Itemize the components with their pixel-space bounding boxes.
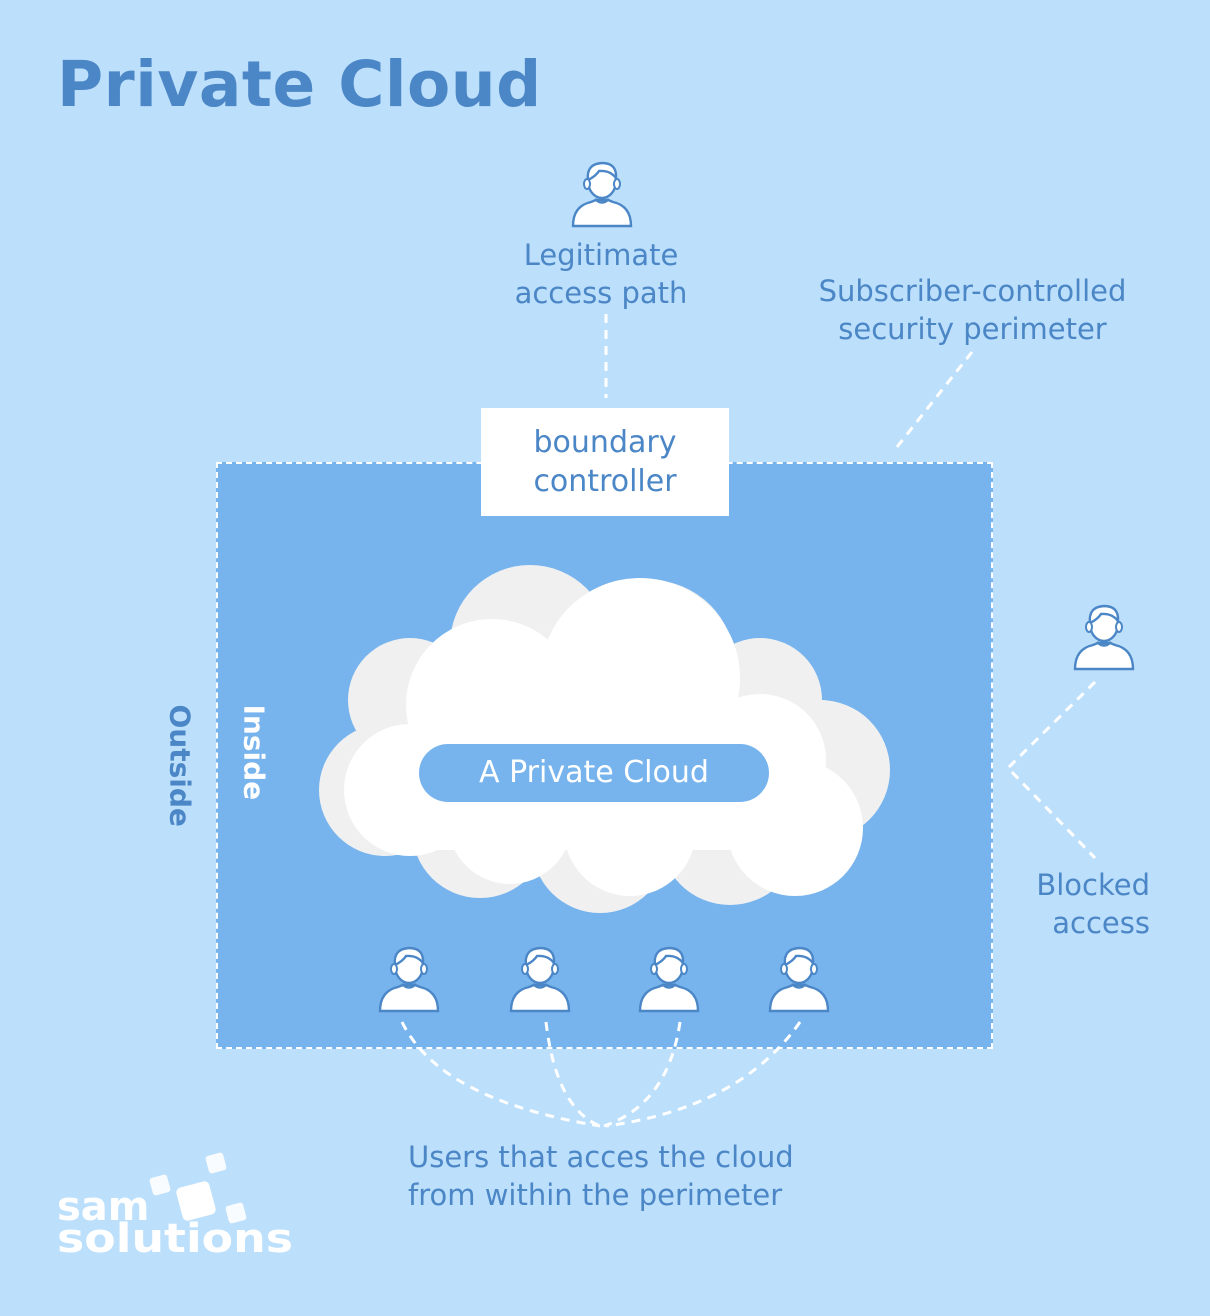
blocked-access-connector <box>1005 680 1097 860</box>
user-3-connector <box>603 1021 682 1128</box>
user-icon <box>1073 604 1135 671</box>
user-icon <box>378 946 440 1013</box>
boundary-controller-line-2: controller <box>533 464 677 499</box>
users-within-line-1: Users that acces the cloud <box>408 1140 794 1174</box>
blocked-access-line-2: access <box>1052 906 1150 940</box>
user-icon <box>768 946 830 1013</box>
logo-text-line-2: solutions <box>57 1216 293 1260</box>
security-perimeter-line-1: Subscriber-controlled <box>818 274 1127 308</box>
private-cloud-label: A Private Cloud <box>419 744 769 802</box>
legitimate-access-line-2: access path <box>514 276 688 310</box>
cloud-icon <box>319 565 890 913</box>
security-perimeter-connector <box>891 351 974 453</box>
legitimate-access-label: Legitimate access path <box>470 236 732 312</box>
user-icon <box>571 161 633 228</box>
user-4-connector <box>605 1021 802 1128</box>
user-icon <box>638 946 700 1013</box>
security-perimeter-label: Subscriber-controlled security perimeter <box>800 272 1145 348</box>
blocked-access-label: Blocked access <box>1010 866 1150 942</box>
boundary-controller-box: boundary controller <box>481 408 729 516</box>
users-within-perimeter-label: Users that acces the cloud from within t… <box>408 1138 794 1214</box>
blocked-access-line-1: Blocked <box>1036 868 1150 902</box>
logo-cubes <box>149 1152 247 1224</box>
boundary-controller-line-1: boundary <box>533 425 677 460</box>
user-2-connector <box>544 1021 601 1128</box>
security-perimeter-line-2: security perimeter <box>838 312 1107 346</box>
sam-solutions-logo: sam solutions <box>57 1152 293 1260</box>
inside-label: Inside <box>237 704 271 801</box>
users-within-line-2: from within the perimeter <box>408 1178 783 1212</box>
outside-label: Outside <box>163 704 197 827</box>
user-icon <box>509 946 571 1013</box>
connector-lines <box>400 314 1097 1128</box>
legitimate-access-line-1: Legitimate <box>523 238 679 272</box>
user-1-connector <box>400 1021 601 1128</box>
page-title: Private Cloud <box>57 48 542 121</box>
logo-text-line-1: sam <box>57 1184 149 1230</box>
